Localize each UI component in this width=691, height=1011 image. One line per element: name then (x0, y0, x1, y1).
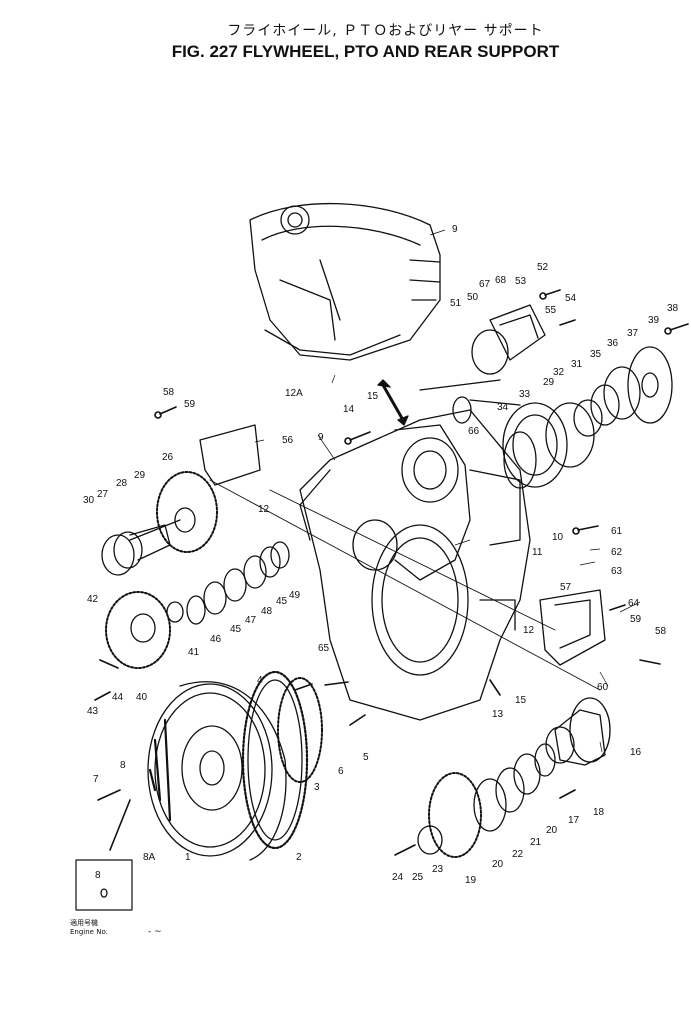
callout-44: 44 (112, 692, 124, 703)
callout-15-bottom: 15 (515, 695, 527, 706)
callout-3: 3 (314, 782, 320, 793)
callout-59-left: 59 (184, 399, 196, 410)
callout-37: 37 (627, 328, 639, 339)
callout-41: 41 (188, 647, 200, 658)
callout-19: 19 (465, 875, 477, 886)
callout-43: 43 (87, 706, 99, 717)
callout-66: 66 (468, 426, 480, 437)
callout-46: 46 (210, 634, 222, 645)
flywheel (147, 681, 287, 861)
callout-27: 27 (97, 489, 109, 500)
callout-20-right: 20 (546, 825, 558, 836)
rear-support-body (299, 409, 531, 721)
callout-38: 38 (667, 303, 679, 314)
callout-45-right: 45 (276, 596, 288, 607)
callout-16: 16 (630, 747, 642, 758)
inset-part-number: 8 (95, 870, 101, 881)
callout-32: 32 (553, 367, 565, 378)
callout-59-right: 59 (630, 614, 642, 625)
callout-53: 53 (515, 276, 527, 287)
callout-6: 6 (338, 766, 344, 777)
callout-1: 1 (185, 852, 191, 863)
callout-47: 47 (245, 615, 257, 626)
callout-49: 49 (289, 590, 301, 601)
callout-31: 31 (571, 359, 583, 370)
inset-applicable-jp: 適用号機 (70, 919, 98, 927)
inset-engine-no-label: Engine No. (70, 928, 108, 936)
callout-60: 60 (597, 682, 609, 693)
callout-29-left: 29 (134, 470, 146, 481)
callout-34: 34 (497, 402, 509, 413)
callout-64: 64 (628, 598, 640, 609)
callout-58-right: 58 (655, 626, 667, 637)
callout-48: 48 (261, 606, 273, 617)
callout-4: 4 (257, 675, 263, 686)
bracket-right (539, 589, 606, 666)
callout-29-right: 29 (543, 377, 555, 388)
pto-cover (545, 697, 611, 766)
callout-14: 14 (343, 404, 355, 415)
gear-40 (105, 591, 184, 669)
callout-8a: 8A (143, 852, 156, 863)
callout-9-top: 9 (452, 224, 458, 235)
callout-10: 10 (552, 532, 564, 543)
callout-17: 17 (568, 815, 580, 826)
callout-13: 13 (492, 709, 504, 720)
callout-42: 42 (87, 594, 99, 605)
callout-22: 22 (512, 849, 524, 860)
callout-9-mid: 9 (318, 432, 324, 443)
callout-25: 25 (412, 872, 424, 883)
gear-3 (277, 677, 323, 783)
callout-12-right: 12 (523, 625, 535, 636)
callout-55: 55 (545, 305, 557, 316)
callout-2: 2 (296, 852, 302, 863)
callout-24: 24 (392, 872, 404, 883)
gear-26 (129, 471, 218, 553)
callout-62: 62 (611, 547, 623, 558)
callout-23: 23 (432, 864, 444, 875)
callout-15-top: 15 (367, 391, 379, 402)
callout-68: 68 (495, 275, 507, 286)
callout-7: 7 (93, 774, 99, 785)
callout-12-left: 12 (258, 504, 270, 515)
callout-21: 21 (530, 837, 542, 848)
callout-51: 51 (450, 298, 462, 309)
callout-63: 63 (611, 566, 623, 577)
japanese-title: フライホイール, ＰＴＯおよびリヤー サポート (227, 23, 544, 39)
callout-20-left: 20 (492, 859, 504, 870)
inset-serial-range: - ~ (148, 927, 162, 937)
callout-5: 5 (363, 752, 369, 763)
callout-18: 18 (593, 807, 605, 818)
figure-title: FIG. 227 FLYWHEEL, PTO AND REAR SUPPORT (171, 42, 560, 61)
callout-50: 50 (467, 292, 479, 303)
callout-54: 54 (565, 293, 577, 304)
callout-57: 57 (560, 582, 572, 593)
callout-61: 61 (611, 526, 623, 537)
callout-11: 11 (532, 547, 543, 558)
callout-65: 65 (318, 643, 330, 654)
bracket-left (199, 424, 261, 486)
callout-67: 67 (479, 279, 491, 290)
callout-30: 30 (83, 495, 95, 506)
flywheel-housing-top (249, 202, 441, 361)
callout-52: 52 (537, 262, 549, 273)
callout-36: 36 (607, 338, 619, 349)
callout-26: 26 (162, 452, 174, 463)
callout-56: 56 (282, 435, 294, 446)
ring-gear (241, 670, 309, 850)
callout-45-left: 45 (230, 624, 242, 635)
callout-33: 33 (519, 389, 531, 400)
callout-12a: 12A (285, 388, 303, 399)
callout-8: 8 (120, 760, 126, 771)
callout-58-left: 58 (163, 387, 175, 398)
callout-39: 39 (648, 315, 660, 326)
callout-35: 35 (590, 349, 602, 360)
callout-40: 40 (136, 692, 148, 703)
callout-28: 28 (116, 478, 128, 489)
